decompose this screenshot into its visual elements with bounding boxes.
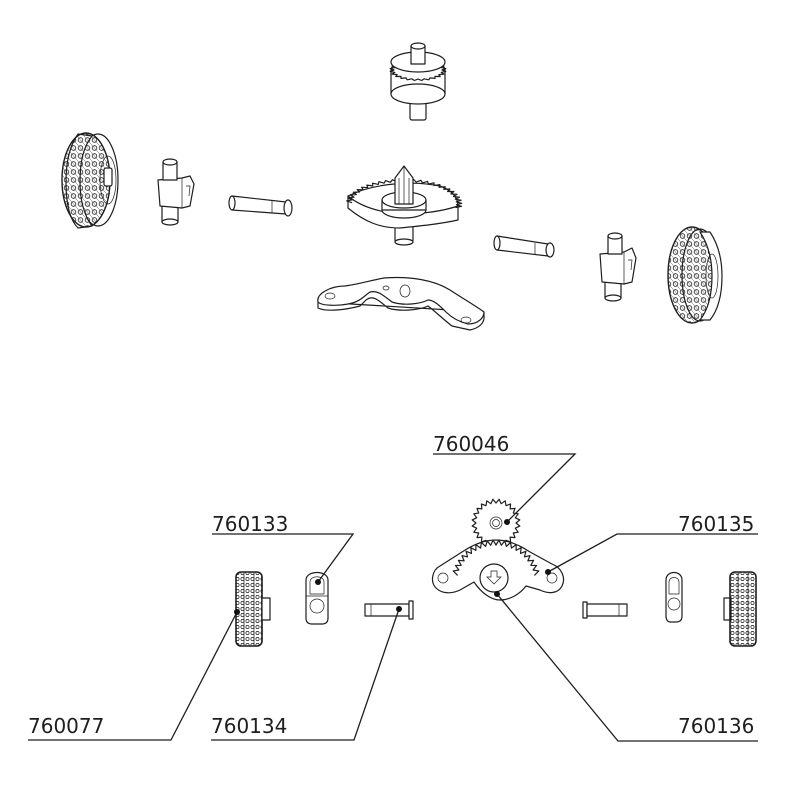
sector-gear-iso: [346, 165, 463, 246]
gear-teeth: [452, 539, 540, 576]
left-steering-knuckle: [305, 571, 329, 625]
sector-gear: [452, 539, 540, 593]
left-axle-pin-iso: [228, 195, 293, 217]
left-wheel: [235, 571, 271, 647]
pinion-gear: [471, 498, 521, 548]
part-number-label: 760135: [678, 512, 754, 536]
right-axle-pin: [582, 601, 628, 619]
callout-760136: 760136: [494, 591, 758, 742]
callout-760046: 760046: [433, 432, 577, 525]
part-number-label: 760133: [212, 512, 288, 536]
right-steering-knuckle: [665, 571, 683, 623]
callout-760077: 760077: [28, 609, 240, 741]
callout-760134: 760134: [211, 606, 402, 741]
right-wheel-iso: [667, 226, 723, 324]
left-wheel-iso: [61, 132, 119, 229]
part-number-label: 760136: [678, 714, 754, 738]
left-steering-knuckle-iso: [157, 158, 195, 226]
part-number-label: 760077: [28, 714, 104, 738]
motor-pinion-gear: [389, 42, 447, 121]
callout-760135: 760135: [545, 512, 758, 575]
left-axle-pin: [364, 600, 414, 620]
part-number-label: 760046: [433, 432, 509, 456]
right-axle-pin-iso: [493, 235, 555, 258]
steering-link-plate-iso: [317, 276, 485, 331]
gear-teeth: [471, 498, 521, 548]
right-steering-knuckle-iso: [599, 232, 637, 302]
part-number-label: 760134: [211, 714, 287, 738]
callout-760133: 760133: [212, 512, 355, 585]
right-wheel: [723, 571, 757, 647]
